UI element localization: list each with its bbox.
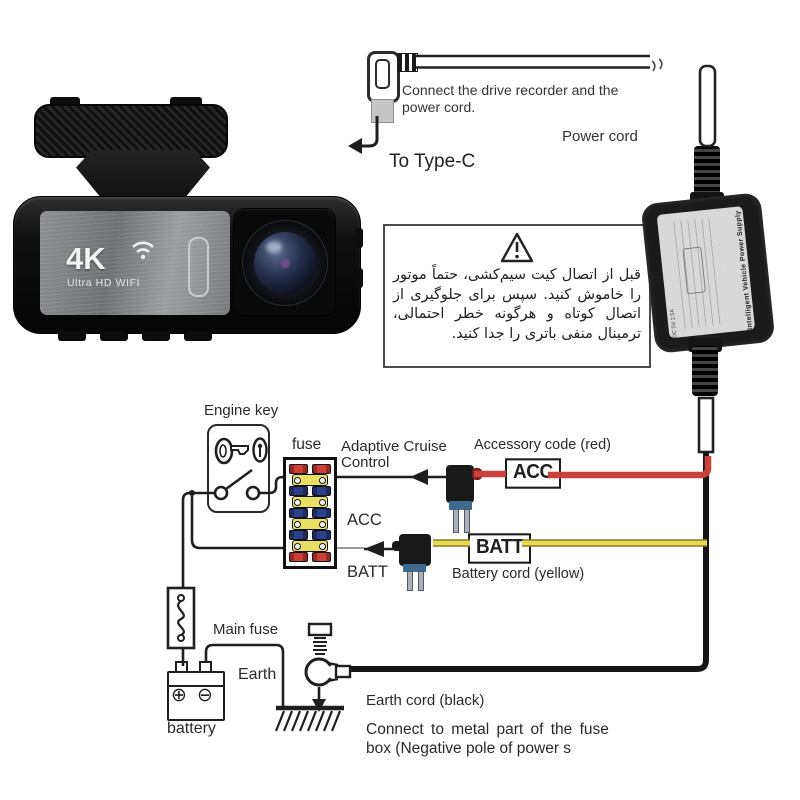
camera-bottom-tab [184, 331, 212, 341]
psu-output-cable [697, 396, 715, 454]
battery-minus-pole: ⊖ [197, 684, 213, 706]
fuse-blue [312, 530, 331, 540]
camera-slot [188, 237, 209, 297]
fuse-red [312, 552, 331, 562]
psu-bottom-strain-relief [692, 346, 718, 396]
acc-line-arrow [337, 469, 446, 485]
power-supply-unit: DC 5V 2.5A Intelligent Vehicle Power Sup… [640, 192, 776, 354]
fuse-row [286, 530, 334, 540]
warning-triangle-icon [500, 232, 534, 263]
fuse-row [286, 486, 334, 496]
psu-top-strain-relief [694, 146, 720, 198]
adaptive-cruise-label: Adaptive Cruise Control [341, 438, 447, 472]
fuse-yellow [292, 474, 328, 486]
fuse-red [289, 552, 308, 562]
acc-connector-prong [453, 509, 459, 533]
fuse-row [286, 518, 334, 530]
type-c-cable [416, 54, 663, 72]
batt-connector-prong [418, 571, 424, 591]
camera-side-button [356, 228, 363, 248]
batt-label: BATT [347, 563, 388, 581]
acc-fuse-tap-connector [446, 465, 474, 503]
fuse-blue [289, 508, 308, 518]
battery-plus-pole: ⊕ [171, 684, 187, 706]
battery-cord-label: Battery cord (yellow) [452, 566, 585, 582]
ring-terminal-icon [304, 657, 352, 687]
power-cord-label: Power cord [562, 128, 638, 145]
type-c-sleeve [371, 99, 394, 123]
warning-text: قبل از اتصال کیت سیم‌کشی، حتماً موتور را… [393, 267, 641, 342]
camera-side-button [356, 268, 363, 288]
fuse-blue [289, 530, 308, 540]
camera-mount-bracket [34, 104, 228, 158]
lens-glint [266, 241, 282, 253]
camera-subtitle: Ultra HD WIFI [67, 277, 141, 289]
fuse-row [286, 508, 334, 518]
acc-label: ACC [347, 511, 382, 529]
acc-connector-prong [464, 509, 470, 533]
lens-glass [254, 232, 316, 294]
battery-divider [169, 685, 223, 687]
bottom-note-line2: box (Negative pole of power s [366, 740, 572, 757]
fuse-yellow [292, 540, 328, 552]
batt-connector-prong [407, 571, 413, 591]
bottom-note-line1: Connect to metal part of the fuse [366, 721, 609, 738]
acc-tag: ACC [505, 458, 561, 489]
fuse-label: fuse [292, 436, 322, 453]
fuse-yellow [292, 518, 328, 530]
bolt-icon [307, 622, 333, 655]
type-c-cable-neck [397, 53, 418, 72]
fuse-row [286, 552, 334, 562]
fuse-row [286, 540, 334, 552]
type-c-connector [367, 51, 400, 103]
fuse-blue [289, 486, 308, 496]
main-fuse-symbol [166, 586, 196, 650]
engine-key-label: Engine key [204, 402, 279, 419]
wifi-icon [132, 241, 154, 260]
fuse-blue [312, 508, 331, 518]
battery-label: battery [167, 720, 216, 737]
fuse-yellow [292, 496, 328, 508]
connect-note: Connect the drive recorder and the power… [402, 82, 619, 115]
fuse-box [283, 457, 337, 569]
accessory-cord-label: Accessory code (red) [474, 437, 611, 453]
camera-bottom-tab [58, 331, 86, 341]
earth-cord-label: Earth cord (black) [366, 692, 485, 709]
dash-cam-body: 4K Ultra HD WIFI [13, 196, 361, 334]
fuse-red [289, 464, 308, 474]
fuse-red [312, 464, 331, 474]
camera-lens-module [233, 208, 336, 316]
type-c-connector-inner [375, 59, 390, 89]
batt-line-arrow [337, 541, 400, 557]
camera-front-panel: 4K Ultra HD WIFI [40, 211, 230, 315]
to-type-c-label: To Type-C [389, 151, 476, 172]
camera-bottom-tab [142, 331, 170, 341]
camera-4k-badge: 4K [66, 241, 106, 276]
fuse-row [286, 496, 334, 508]
psu-label-plate: DC 5V 2.5A Intelligent Vehicle Power Sup… [656, 206, 756, 339]
psu-title-text: Intelligent Vehicle Power Supply [734, 209, 755, 331]
acc-connector-wire-stub [472, 468, 482, 480]
batt-fuse-tap-connector [399, 534, 431, 566]
ground-arrow [312, 687, 326, 712]
warning-box: قبل از اتصال کیت سیم‌کشی، حتماً موتور را… [383, 224, 651, 368]
lens-ring [242, 220, 328, 306]
fuse-blue [312, 486, 331, 496]
main-fuse-label: Main fuse [213, 621, 279, 638]
psu-input-cable [698, 64, 717, 148]
lens-center-dot [281, 259, 290, 268]
camera-mount-arm [76, 150, 210, 200]
engine-key-box [207, 424, 270, 513]
batt-tag: BATT [468, 533, 532, 564]
fuse-row [286, 474, 334, 486]
ground-symbol-icon [274, 705, 344, 732]
earth-label: Earth [238, 666, 277, 683]
fuse-row [286, 464, 334, 474]
camera-bottom-tab [100, 331, 128, 341]
